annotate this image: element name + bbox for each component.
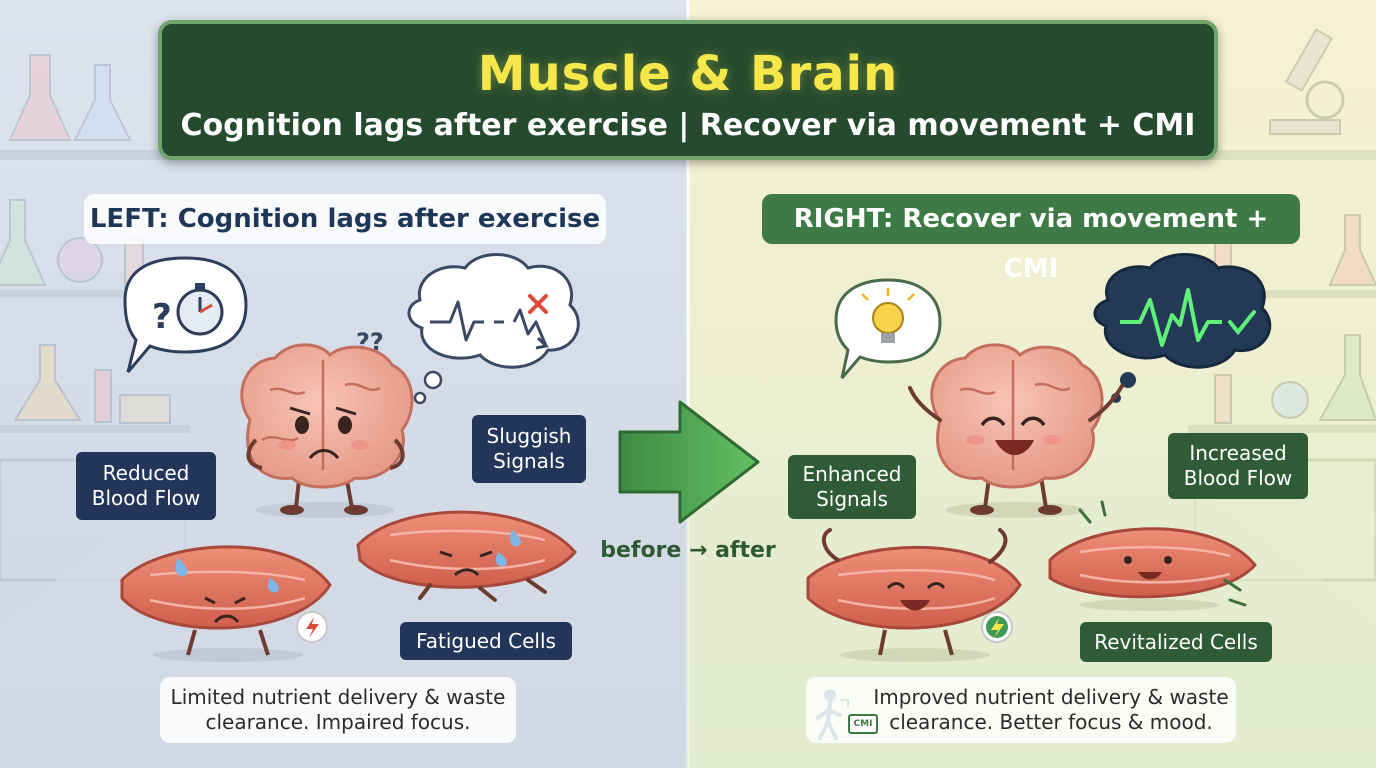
left-summary-note: Limited nutrient delivery & waste cleara… (160, 677, 516, 743)
cmi-badge: CMI (848, 714, 878, 734)
lightbulb-bubble (834, 278, 942, 379)
before-after-label: before → after (600, 538, 776, 563)
fatigued-cells-callout: Fatigued Cells (400, 622, 572, 660)
heartbeat-thought-cloud (1093, 253, 1272, 403)
transition-arrow (618, 400, 760, 524)
left-section-label: LEFT: Cognition lags after exercise (84, 194, 606, 244)
happy-muscle-left (806, 528, 1022, 662)
svg-text:?: ? (152, 297, 172, 337)
sad-brain-character (240, 343, 414, 518)
right-section-label: RIGHT: Recover via movement + CMI (762, 194, 1300, 284)
happy-brain-character (908, 343, 1124, 518)
increased-blood-flow-callout: Increased Blood Flow (1168, 433, 1308, 499)
page-title: Muscle & Brain (477, 46, 899, 102)
reduced-blood-flow-callout: Reduced Blood Flow (76, 452, 216, 520)
title-banner: Muscle & Brain Cognition lags after exer… (158, 20, 1218, 160)
sad-muscle-right (356, 510, 577, 602)
page-subtitle: Cognition lags after exercise | Recover … (180, 108, 1196, 143)
happy-muscle-right (1048, 500, 1257, 611)
sad-muscle-left (120, 545, 332, 662)
revitalized-cells-callout: Revitalized Cells (1080, 622, 1272, 662)
sluggish-signals-callout: Sluggish Signals (472, 415, 586, 483)
enhanced-signals-callout: Enhanced Signals (788, 455, 916, 519)
stopwatch-bubble: ? (123, 256, 248, 373)
flatline-thought-cloud: ?? (356, 253, 580, 405)
